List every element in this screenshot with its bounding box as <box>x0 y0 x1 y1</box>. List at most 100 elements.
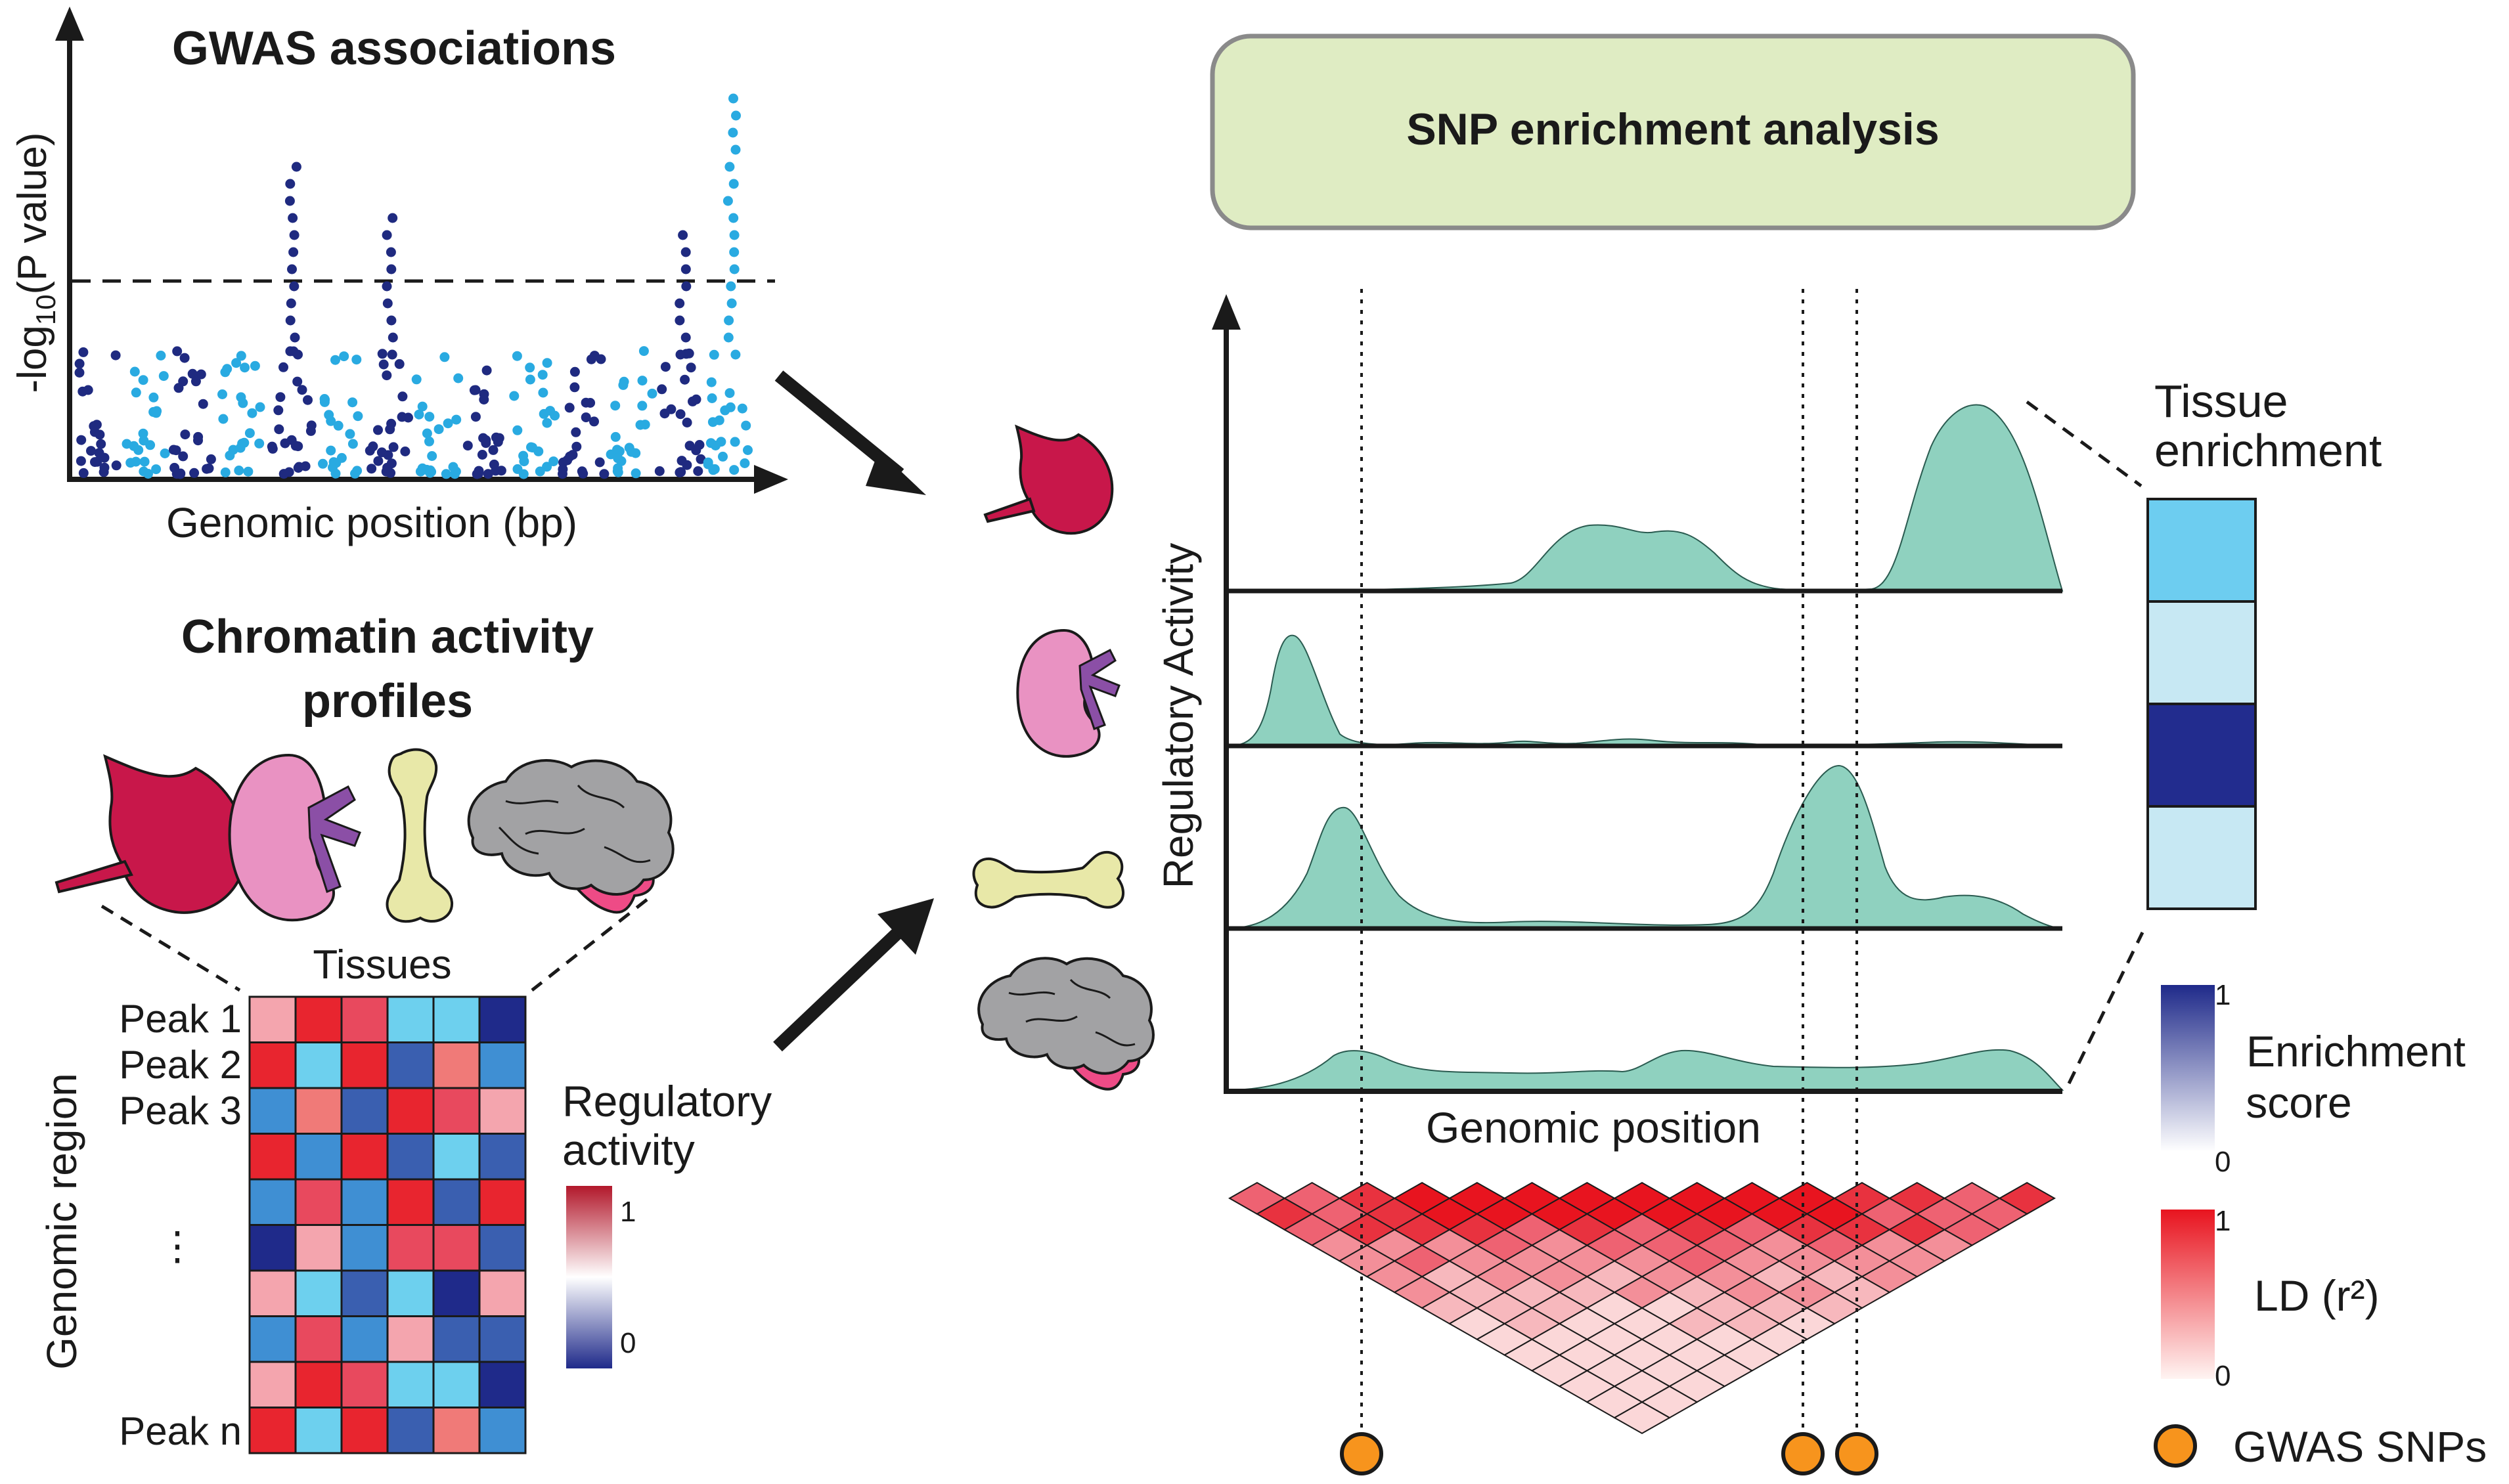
gwas-point <box>96 439 106 449</box>
regulatory-heatmap <box>248 995 527 1454</box>
ld-max: 1 <box>2215 1205 2231 1237</box>
zoom-line-left <box>100 904 241 992</box>
gwas-point <box>723 332 734 343</box>
gwas-point <box>675 315 685 326</box>
gwas-point <box>730 437 740 447</box>
heatmap-cell <box>248 1087 297 1135</box>
bladder-icon-small <box>983 424 1114 535</box>
regulatory-legend-min: 0 <box>620 1327 636 1359</box>
tissue-enrichment-column <box>2146 498 2257 910</box>
gwas-point <box>289 230 300 240</box>
heatmap-cell <box>294 995 343 1043</box>
gwas-point <box>400 447 411 456</box>
enrichment-cell <box>2146 805 2257 910</box>
gwas-point <box>737 403 747 414</box>
gwas-point <box>682 418 692 427</box>
gwas-point <box>509 391 520 401</box>
gwas-point <box>382 298 393 309</box>
gwas-point <box>111 460 122 471</box>
regulatory-colorbar <box>566 1186 612 1368</box>
gwas-point <box>647 388 657 399</box>
heatmap-cell <box>294 1407 343 1454</box>
gwas-point <box>675 468 685 477</box>
gwas-point <box>131 387 141 398</box>
gwas-point <box>730 144 741 155</box>
gwas-point <box>675 298 685 309</box>
gwas-point <box>138 375 148 385</box>
gwas-point <box>666 404 677 414</box>
gwas-point <box>78 386 88 397</box>
gwas-point <box>394 359 405 369</box>
gwas-point <box>462 441 473 451</box>
gwas-point <box>730 349 741 360</box>
gwas-point <box>76 435 87 445</box>
gwas-point <box>143 469 153 479</box>
ld-triangle <box>1228 1181 2056 1435</box>
gwas-point <box>728 93 738 104</box>
gwas-point <box>729 230 740 240</box>
gwas-point <box>481 365 492 376</box>
center-panel <box>773 370 1155 1091</box>
gwas-point <box>148 392 159 403</box>
gwas-point <box>172 346 183 357</box>
gwas-point <box>190 376 201 387</box>
gwas-point <box>319 397 330 407</box>
gwas-point <box>347 397 358 408</box>
gwas-point <box>538 387 548 398</box>
gwas-point <box>640 420 650 430</box>
heatmap-cell <box>340 1087 389 1135</box>
gwas-point <box>706 377 717 387</box>
gwas-point <box>347 439 358 449</box>
gwas-point <box>610 401 621 411</box>
gwas-point <box>78 468 89 478</box>
gwas-point <box>728 127 738 138</box>
enrichment-score-label-line1: Enrichment <box>2246 1027 2466 1076</box>
gwas-point <box>236 351 246 361</box>
zoom-line-right <box>531 898 648 992</box>
gwas-point <box>278 362 288 372</box>
heatmap-cell <box>432 1315 481 1363</box>
gwas-point <box>535 466 545 477</box>
gwas-point <box>493 437 503 447</box>
gwas-point <box>422 428 432 439</box>
gwas-point <box>131 456 141 467</box>
gwas-point <box>328 462 338 473</box>
gwas-point <box>724 388 735 399</box>
gwas-point <box>693 466 703 476</box>
heatmap-cell <box>340 1224 389 1272</box>
gwas-point <box>537 370 548 380</box>
gwas-point <box>724 162 735 172</box>
gwas-point <box>596 354 606 364</box>
gwas-point <box>722 196 733 206</box>
gwas-point <box>225 450 235 461</box>
tracks-x-label: Genomic position <box>1426 1103 1761 1152</box>
gwas-point <box>330 355 340 365</box>
gwas-point <box>351 355 362 365</box>
arrow-chromatin-shaft <box>773 919 911 1052</box>
heatmap-cell <box>432 1133 481 1181</box>
ld-colorbar <box>2161 1210 2215 1379</box>
gwas-point <box>474 468 483 479</box>
gwas-point <box>386 264 397 274</box>
heatmap-cell <box>432 1361 481 1408</box>
track-brain <box>1226 1049 2064 1091</box>
gwas-point <box>378 359 389 370</box>
gwas-point <box>99 462 110 473</box>
gwas-point <box>386 247 396 257</box>
heatmap-cell <box>294 1315 343 1363</box>
gwas-point <box>594 457 605 468</box>
gwas-point <box>703 457 713 468</box>
heatmap-cell <box>294 1133 343 1181</box>
gwas-point <box>139 456 150 467</box>
gwas-point <box>397 391 408 402</box>
gwas-point <box>678 230 688 240</box>
heatmap-cell <box>340 1269 389 1317</box>
gwas-point <box>386 315 397 326</box>
heatmap-cell <box>248 1224 297 1272</box>
gwas-point <box>366 464 377 474</box>
gwas-point <box>275 392 286 403</box>
heatmap-cell <box>386 1269 435 1317</box>
gwas-point <box>682 460 692 470</box>
regulatory-legend-title-line2: activity <box>562 1125 695 1174</box>
chromatin-title-line1: Chromatin activity <box>181 611 594 663</box>
